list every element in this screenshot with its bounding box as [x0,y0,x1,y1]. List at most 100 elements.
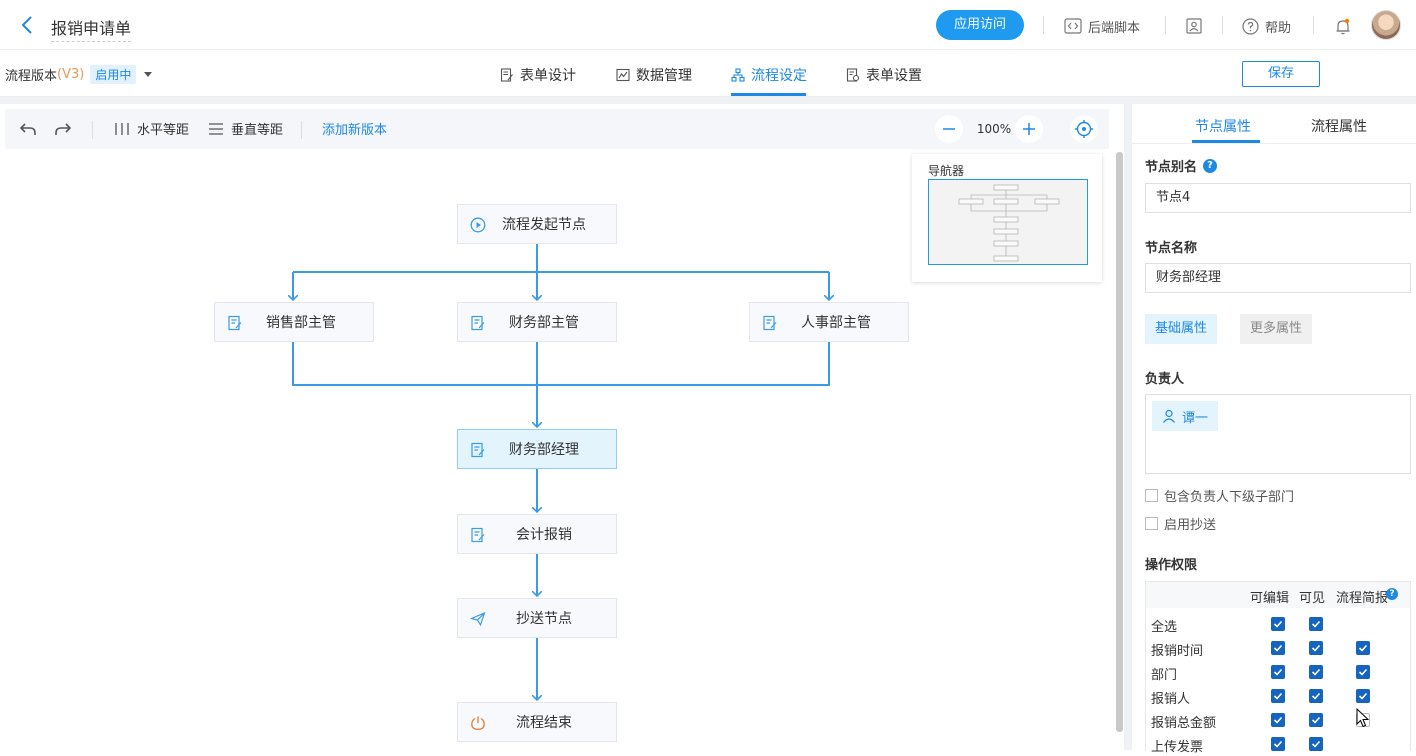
owner-name: 谭一 [1182,410,1209,426]
enable-cc-checkbox[interactable]: 启用抄送 [1145,514,1216,533]
version-selector[interactable]: 流程版本(V3) 启用中 [5,65,153,84]
save-button[interactable]: 保存 [1242,61,1320,87]
permission-brief-checkbox[interactable] [1356,641,1370,655]
locate-button[interactable] [1070,115,1098,143]
check-icon [1273,692,1283,700]
node-label: 财务部经理 [509,442,579,458]
navigator-panel: 导航器 [912,154,1102,282]
approve-icon [763,315,777,331]
chart-icon [616,68,630,82]
canvas-scrollbar[interactable] [1116,152,1123,732]
contact-card-icon [1186,18,1202,34]
permission-view-checkbox[interactable] [1309,665,1323,679]
app-visit-button[interactable]: 应用访问 [936,10,1024,40]
permission-view-checkbox[interactable] [1309,737,1323,751]
permission-row: 报销人 [1146,684,1410,708]
permission-row: 全选 [1146,612,1410,636]
permission-row: 报销时间 [1146,636,1410,660]
node-label: 抄送节点 [516,611,572,627]
notification-button[interactable] [1335,16,1357,36]
zoom-level: 100% [976,122,1012,136]
page-title[interactable]: 报销申请单 [51,15,132,42]
permission-edit-checkbox[interactable] [1271,617,1285,631]
alias-input[interactable]: 节点4 [1145,183,1411,213]
header-brief: 流程简报 [1336,591,1389,606]
minus-icon [943,128,955,130]
check-icon [1311,668,1321,676]
tab-flow-settings[interactable]: 流程设定 [731,65,807,85]
permission-view-checkbox[interactable] [1309,641,1323,655]
flow-canvas[interactable]: 水平等距 垂直等距 添加新版本 100% [0,104,1124,750]
permission-edit-checkbox[interactable] [1271,641,1285,655]
backend-script-button[interactable]: 后端脚本 [1064,16,1140,36]
check-icon [1311,692,1321,700]
node-sales-manager[interactable]: 销售部主管 [214,302,374,342]
horizontal-spacing-button[interactable]: 水平等距 [113,119,189,138]
back-arrow-icon[interactable] [18,14,38,36]
tab-label: 数据管理 [636,68,692,84]
node-hr-manager[interactable]: 人事部主管 [749,302,909,342]
zoom-out-button[interactable] [935,115,963,143]
add-version-link[interactable]: 添加新版本 [322,123,388,138]
canvas-toolbar: 水平等距 垂直等距 添加新版本 100% [5,109,1109,149]
divider [1132,143,1416,144]
node-finance-supervisor[interactable]: 财务部主管 [457,302,617,342]
help-icon[interactable]: ? [1386,588,1398,600]
avatar[interactable] [1371,10,1401,40]
node-name-input[interactable]: 财务部经理 [1145,263,1411,293]
version-label: 流程版本 [5,69,58,84]
tab-data-management[interactable]: 数据管理 [616,65,692,85]
horizontal-spacing-icon [115,122,129,135]
help-label: 帮助 [1265,20,1292,36]
approve-icon [228,315,242,331]
permission-edit-checkbox[interactable] [1271,713,1285,727]
check-icon [1311,620,1321,628]
horizontal-spacing-label: 水平等距 [137,123,190,138]
vertical-spacing-button[interactable]: 垂直等距 [207,119,283,138]
divider [92,121,93,139]
permission-brief-checkbox[interactable] [1356,689,1370,703]
help-icon[interactable]: ? [1203,158,1218,173]
check-icon [1311,644,1321,652]
node-label: 人事部主管 [801,315,871,331]
backend-script-label: 后端脚本 [1088,20,1141,36]
node-accounting[interactable]: 会计报销 [457,514,617,554]
node-label: 销售部主管 [266,315,336,331]
play-circle-icon [470,217,486,233]
tab-node-properties[interactable]: 节点属性 [1195,119,1251,135]
node-start[interactable]: 流程发起节点 [457,204,617,244]
divider-strip [0,97,1416,104]
node-end[interactable]: 流程结束 [457,702,617,742]
basic-properties-button[interactable]: 基础属性 [1145,314,1218,344]
tab-form-design[interactable]: 表单设计 [500,65,576,85]
active-tab-indicator [1192,140,1260,143]
divider [1043,16,1044,34]
tab-form-settings[interactable]: 表单设置 [846,65,922,85]
check-icon [1273,620,1283,628]
permission-view-checkbox[interactable] [1309,713,1323,727]
properties-panel: 节点属性 流程属性 节点别名? 节点4 节点名称 财务部经理 基础属性 更多属性… [1124,104,1416,755]
node-cc[interactable]: 抄送节点 [457,598,617,638]
help-button[interactable]: 帮助 [1242,16,1291,36]
more-properties-button[interactable]: 更多属性 [1240,314,1313,344]
contact-button[interactable] [1186,16,1208,36]
help-icon [1242,17,1259,35]
permission-edit-checkbox[interactable] [1271,737,1285,751]
owner-field[interactable]: 谭一 [1145,394,1411,474]
node-finance-manager[interactable]: 财务部经理 [457,429,617,469]
permission-edit-checkbox[interactable] [1271,689,1285,703]
permission-field-label: 报销总金额 [1151,716,1217,731]
owner-chip[interactable]: 谭一 [1152,401,1219,431]
navigator-minimap[interactable] [928,179,1088,265]
permission-view-checkbox[interactable] [1309,689,1323,703]
permission-brief-checkbox[interactable] [1356,665,1370,679]
alias-label: 节点别名? [1145,156,1218,175]
node-label: 流程发起节点 [502,217,586,233]
tab-flow-properties[interactable]: 流程属性 [1311,119,1367,135]
include-sub-dept-checkbox[interactable]: 包含负责人下级子部门 [1145,486,1294,505]
undo-icon[interactable] [19,121,37,137]
zoom-in-button[interactable] [1015,115,1043,143]
redo-icon[interactable] [54,121,72,137]
permission-edit-checkbox[interactable] [1271,665,1285,679]
permission-view-checkbox[interactable] [1309,617,1323,631]
